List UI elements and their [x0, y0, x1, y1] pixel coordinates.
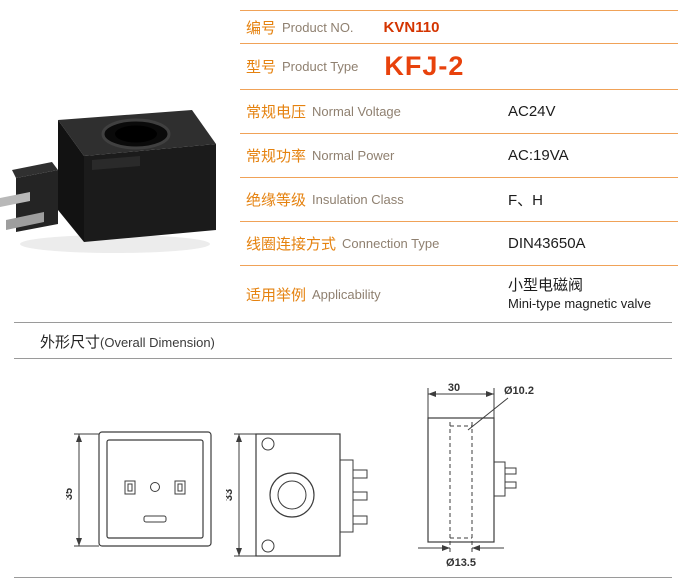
spec-row-insulation-class: 绝缘等级 Insulation Class F、H	[240, 178, 678, 222]
spec-label-cn: 常规电压	[246, 104, 307, 121]
spec-row-product-no: 编号 Product NO. KVN110	[240, 10, 678, 44]
product-no-value: KVN110	[383, 18, 440, 36]
connector-block-top	[12, 162, 58, 178]
spec-row-connection-type: 线圈连接方式 Connection Type DIN43650A	[240, 222, 678, 266]
spec-label-cn: 绝缘等级	[246, 192, 307, 209]
coil-front-face	[84, 144, 216, 242]
spec-value: DIN43650A	[508, 235, 586, 252]
spec-label-cn: 适用举例	[246, 286, 307, 304]
photo-shadow	[20, 235, 210, 253]
spec-label-en: Product Type	[282, 59, 359, 74]
spec-label-cn: 常规功率	[246, 148, 307, 165]
top-width-dim: 30	[448, 382, 460, 394]
spec-label-en: Applicability	[312, 286, 381, 302]
product-photo	[0, 110, 216, 253]
spec-label-en: Insulation Class	[312, 192, 404, 207]
spec-row-normal-voltage: 常规电压 Normal Voltage AC24V	[240, 90, 678, 134]
applicability-value-cn: 小型电磁阀	[508, 277, 584, 294]
spec-label-en: Normal Power	[312, 148, 395, 163]
spec-row-applicability: 适用举例 Applicability 小型电磁阀 Mini-type magne…	[240, 266, 678, 322]
spec-row-product-type: 型号 Product Type KFJ-2	[240, 44, 678, 90]
front-height-dim: 35	[66, 488, 75, 500]
front-view-drawing: 35	[66, 431, 212, 547]
section-title-cn: 外形尺寸	[40, 334, 101, 351]
spec-value: AC24V	[508, 103, 556, 120]
spade-terminal-1	[0, 192, 30, 207]
spec-row-normal-power: 常规功率 Normal Power AC:19VA	[240, 134, 678, 178]
side-height-dim: 33	[226, 489, 235, 501]
spade-terminal-2	[6, 212, 44, 230]
coil-left-face	[58, 120, 84, 242]
spec-label-cn: 型号	[246, 59, 277, 76]
section-title-en: (Overall Dimension)	[100, 335, 215, 350]
small-diameter-dim: Ø10.2	[504, 385, 534, 397]
large-diameter-dim: Ø13.5	[446, 557, 476, 569]
applicability-value-en: Mini-type magnetic valve	[508, 296, 652, 311]
overall-dimension-title: 外形尺寸(Overall Dimension)	[40, 331, 215, 352]
spec-label-en: Product NO.	[282, 19, 354, 35]
spec-value: AC:19VA	[508, 147, 569, 164]
side-view-drawing: 33	[226, 433, 368, 557]
coil-ridge	[92, 156, 140, 170]
spec-value: 小型电磁阀 Mini-type magnetic valve	[508, 276, 651, 312]
spec-label-en: Connection Type	[342, 236, 440, 251]
spec-label-en: Normal Voltage	[312, 104, 401, 119]
spec-label-cn: 线圈连接方式	[246, 236, 337, 253]
coil-top-hole-inner	[115, 125, 157, 143]
divider	[14, 577, 672, 578]
spec-label-cn: 编号	[246, 19, 277, 37]
spec-value: F、H	[508, 192, 543, 209]
spec-table: 编号 Product NO. KVN110 型号 Product Type KF…	[240, 10, 678, 322]
top-view-drawing: 30 Ø10.2 Ø13.5	[418, 382, 534, 569]
product-type-value: KFJ-2	[384, 51, 465, 81]
divider	[14, 322, 672, 323]
divider	[14, 358, 672, 359]
